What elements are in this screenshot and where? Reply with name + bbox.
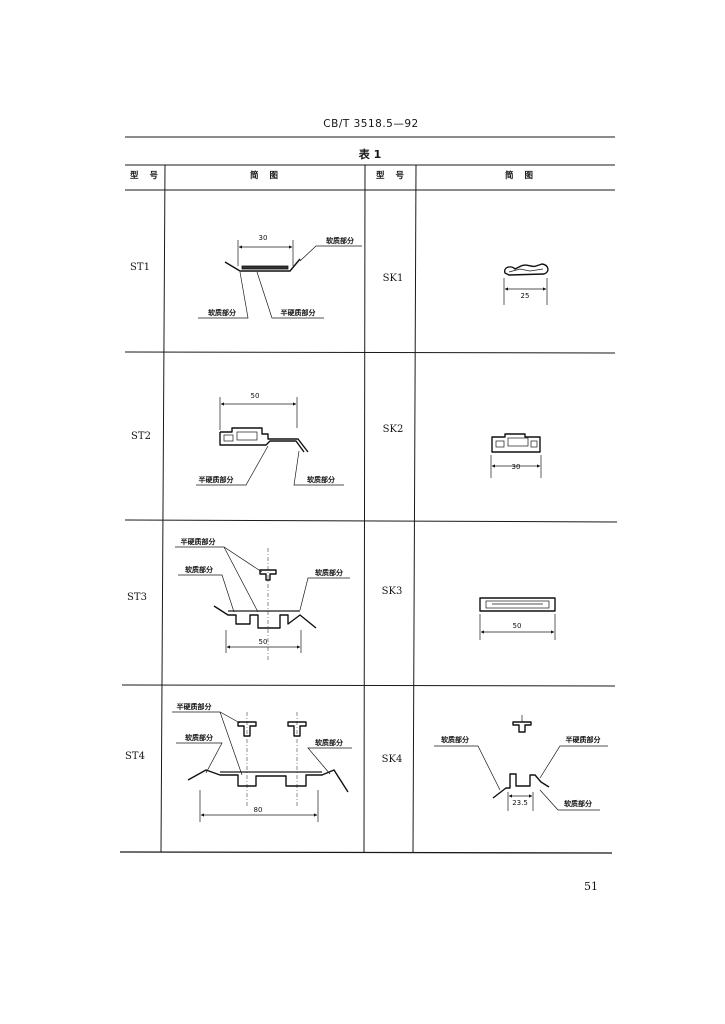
leader-line	[219, 711, 243, 776]
st3-dimension: 50	[259, 638, 268, 646]
st4-drawing: 半硬质部分 软质部分 软质部分 80	[172, 702, 352, 822]
sk2-chamber	[507, 437, 529, 447]
leader-line	[299, 245, 362, 262]
sk2-drawing: 30	[490, 433, 542, 478]
leader-line	[307, 747, 352, 775]
st3-label-soft-left: 软质部分	[185, 565, 213, 574]
leader-line	[178, 574, 235, 613]
column-header-model-right: 型 号	[376, 171, 408, 181]
page-number: 51	[584, 880, 598, 893]
column-rule	[363, 164, 366, 853]
sk3-profile	[479, 597, 556, 612]
model-label-st2: ST2	[131, 431, 151, 442]
sk1-inner-line	[508, 268, 544, 273]
sk2-chamber	[530, 440, 538, 448]
model-label-sk3: SK3	[381, 586, 403, 597]
row-rule	[124, 351, 616, 354]
sk4-drawing: 软质部分 半硬质部分 23.5 软质部分	[434, 715, 608, 811]
sk4-label-soft-left: 软质部分	[441, 735, 469, 744]
model-label-st3: ST3	[127, 592, 147, 603]
st2-dimension: 50	[251, 392, 260, 400]
leader-line	[198, 271, 249, 319]
table-caption: 表 1	[358, 148, 382, 161]
st2-label-soft: 软质部分	[307, 475, 335, 484]
st1-dimension: 30	[259, 234, 268, 242]
st3-label-soft-right: 软质部分	[315, 568, 343, 577]
sk4-dimension: 23.5	[512, 799, 528, 807]
leader-line	[293, 450, 344, 486]
st2-drawing: 50 半硬质部分 软质部分	[196, 392, 344, 486]
st4-label-soft-right: 软质部分	[315, 738, 343, 747]
st1-label-semirigid: 半硬质部分	[281, 308, 316, 317]
sk4-label-soft-bottom: 软质部分	[564, 799, 592, 808]
leader-line	[539, 789, 600, 811]
st3-label-semirigid: 半硬质部分	[181, 537, 216, 546]
leader-line	[434, 745, 501, 791]
leader-line	[223, 546, 259, 613]
row-rule	[124, 519, 618, 523]
sk4-profile	[492, 773, 550, 799]
sk2-profile	[491, 433, 541, 453]
model-label-sk1: SK1	[382, 273, 404, 284]
st4-dimension: 80	[254, 806, 263, 814]
st1-label-soft-top: 软质部分	[326, 236, 354, 245]
st2-label-semirigid: 半硬质部分	[199, 475, 234, 484]
st4-label-semirigid: 半硬质部分	[177, 702, 212, 711]
sk1-profile	[503, 263, 549, 276]
column-header-sketch-right: 简 图	[505, 171, 537, 181]
column-rule	[160, 164, 166, 853]
st2-chamber	[223, 434, 234, 442]
st4-profile	[187, 769, 349, 793]
sk4-t-piece	[512, 721, 532, 733]
sk3-chamber	[485, 600, 550, 609]
model-label-sk2: SK2	[382, 424, 404, 435]
st1-label-soft-bottom: 软质部分	[208, 308, 236, 317]
sk4-label-semirigid: 半硬质部分	[566, 735, 601, 744]
column-header-model-left: 型 号	[130, 171, 162, 181]
st2-chamber	[236, 431, 258, 441]
table-rules	[119, 136, 618, 854]
st3-t-piece	[259, 569, 277, 581]
leader-line	[172, 711, 241, 724]
leader-line	[256, 271, 324, 319]
model-label-st4: ST4	[125, 751, 145, 762]
st4-label-soft-left: 软质部分	[185, 733, 213, 742]
table-bottom-rule	[119, 851, 613, 854]
st1-rigid-core	[241, 265, 289, 270]
sk2-chamber	[495, 440, 505, 448]
sk1-dimension: 25	[521, 292, 530, 300]
row-rule	[121, 684, 616, 687]
standard-code: CB/T 3518.5—92	[323, 118, 419, 130]
leader-line	[299, 577, 350, 611]
st3-drawing: 半硬质部分 软质部分 软质部分 50	[175, 537, 350, 660]
column-header-sketch-left: 简 图	[250, 171, 282, 181]
st4-t-piece	[237, 721, 257, 737]
column-rule	[412, 164, 417, 853]
model-label-sk4: SK4	[381, 754, 403, 765]
sk3-drawing: 50	[479, 597, 556, 640]
leader-line	[176, 742, 223, 774]
st1-profile	[224, 258, 301, 272]
st4-t-piece	[287, 721, 307, 737]
st3-profile	[213, 605, 317, 629]
st1-drawing: 30 软质部分 软质部分 半硬质部分	[198, 234, 362, 319]
st2-profile	[219, 427, 309, 453]
sk2-dimension: 30	[512, 463, 521, 471]
leader-line	[539, 745, 608, 779]
leader-line	[196, 445, 269, 486]
sk1-drawing: 25	[503, 263, 549, 305]
sk3-dimension: 50	[513, 622, 522, 630]
model-label-st1: ST1	[130, 262, 150, 273]
